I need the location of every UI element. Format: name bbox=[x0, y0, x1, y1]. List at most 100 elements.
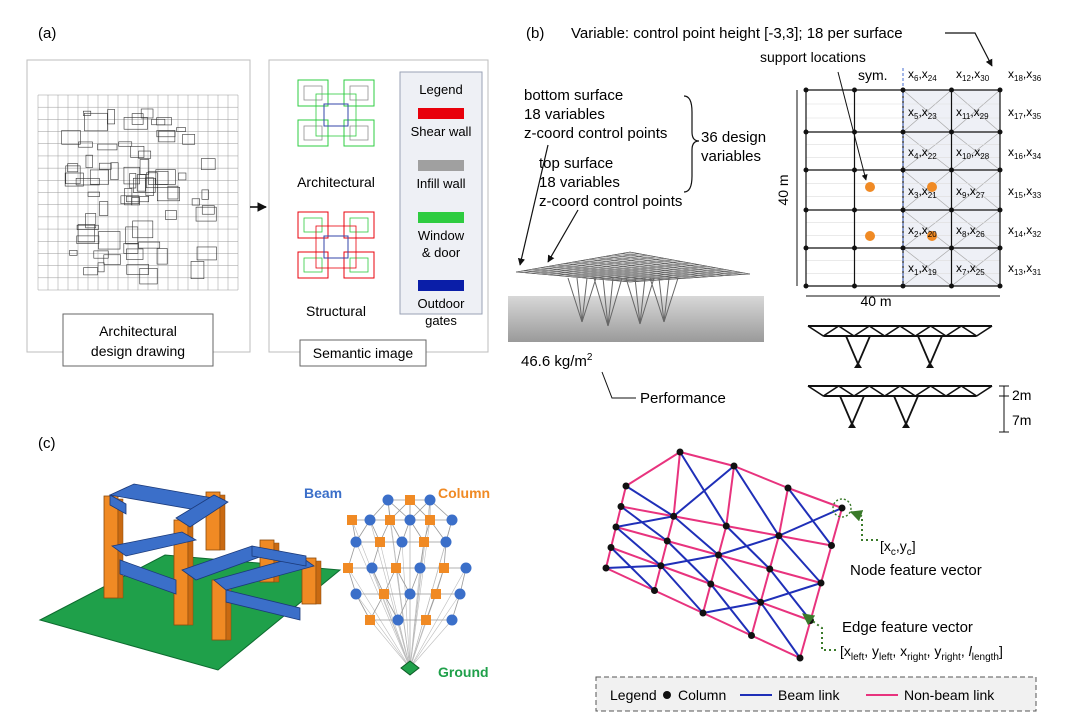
variable-note: Variable: control point height [-3,3]; 1… bbox=[571, 25, 903, 42]
legend-swatch-2 bbox=[418, 212, 464, 223]
canopy-render bbox=[508, 251, 764, 342]
grid-var-label: x13,x31 bbox=[1008, 261, 1042, 277]
legend-swatch-1 bbox=[418, 160, 464, 171]
drawing-room bbox=[138, 150, 152, 159]
plan-wing bbox=[343, 211, 375, 239]
graph-beam-node bbox=[382, 494, 394, 506]
nonbeam-link bbox=[709, 554, 720, 585]
canopy-mesh bbox=[613, 254, 733, 276]
drawing-room bbox=[76, 224, 99, 230]
canopy-support-2 bbox=[634, 277, 641, 325]
drawing-room bbox=[182, 134, 196, 145]
graph-node bbox=[817, 579, 825, 587]
canopy-mesh bbox=[629, 251, 751, 275]
variables-brace bbox=[683, 95, 700, 193]
canopy-support-1 bbox=[607, 277, 623, 327]
beam-link bbox=[733, 465, 780, 537]
frame-3d-model bbox=[38, 483, 342, 671]
truss-leg bbox=[845, 335, 859, 365]
grid-var-label: x3,x21 bbox=[908, 184, 937, 200]
canopy-mesh bbox=[589, 258, 708, 278]
graph-node bbox=[670, 512, 678, 520]
nonbeam-link bbox=[666, 516, 675, 542]
drawing-room bbox=[126, 248, 144, 260]
dim-7m-label: 7m bbox=[1012, 412, 1031, 428]
grid-node bbox=[803, 207, 809, 213]
truss-leg bbox=[893, 395, 907, 425]
graph-column-node bbox=[425, 515, 435, 525]
truss-leg bbox=[929, 335, 943, 365]
grid-node bbox=[997, 283, 1003, 289]
graph-node bbox=[715, 551, 722, 559]
render-floor bbox=[508, 296, 764, 342]
graph-beam-node bbox=[392, 614, 404, 626]
drawing-room bbox=[65, 165, 81, 185]
drawing-caption-box bbox=[62, 313, 214, 367]
top-surface-line1: top surface bbox=[539, 155, 613, 172]
grid-node bbox=[803, 129, 809, 135]
truss-leg bbox=[857, 335, 871, 365]
nonbeam-link bbox=[605, 567, 655, 592]
graph-beam-node bbox=[414, 562, 426, 574]
legend-label-0: Shear wall bbox=[411, 124, 472, 139]
canopy-support-1 bbox=[607, 277, 614, 327]
beam-link bbox=[672, 515, 720, 556]
graph-node bbox=[775, 532, 783, 540]
canopy-mesh bbox=[629, 273, 751, 283]
beam-link bbox=[717, 554, 762, 603]
canopy-support-2 bbox=[639, 277, 655, 325]
truss-web bbox=[976, 325, 993, 337]
beam-mid-back bbox=[111, 531, 198, 557]
grid-var-label: x2,x20 bbox=[908, 223, 937, 239]
truss-web bbox=[807, 385, 824, 397]
truss-web bbox=[884, 325, 901, 337]
top-surface-line3: z-coord control points bbox=[539, 193, 682, 210]
grid-node bbox=[803, 245, 809, 251]
grid-node bbox=[852, 167, 857, 173]
beam-link bbox=[778, 535, 822, 584]
nonbeam-link bbox=[725, 465, 735, 527]
truss-web bbox=[914, 385, 932, 397]
beam-link bbox=[620, 505, 668, 542]
grid-var-label: x18,x36 bbox=[1008, 67, 1042, 83]
plan-wing bbox=[343, 79, 375, 107]
truss-web bbox=[945, 325, 962, 337]
sym-diag bbox=[902, 131, 952, 171]
truss-web bbox=[807, 325, 824, 337]
truss-support bbox=[848, 422, 856, 428]
grid-node bbox=[900, 87, 906, 93]
canopy-support-0 bbox=[576, 277, 583, 323]
canopy-mesh bbox=[605, 256, 725, 276]
grid-node bbox=[900, 283, 906, 289]
graph-ground-edge bbox=[409, 593, 461, 669]
nonbeam-link bbox=[620, 505, 674, 518]
drawing-room bbox=[167, 185, 179, 200]
graph-beam-node bbox=[350, 536, 362, 548]
truss-web bbox=[960, 325, 978, 337]
architectural-drawing-image bbox=[37, 94, 239, 291]
grid-node bbox=[900, 129, 906, 135]
drawing-room bbox=[83, 110, 92, 116]
plan-room bbox=[349, 257, 369, 273]
drawing-room bbox=[133, 177, 156, 193]
drawing-room bbox=[156, 248, 168, 265]
canopy-support-3 bbox=[658, 277, 665, 323]
drawing-room bbox=[97, 262, 105, 273]
legend-nonbeam-label: Non-beam link bbox=[904, 687, 995, 703]
grid-node bbox=[900, 167, 906, 173]
sym-diag bbox=[902, 89, 952, 133]
graph-node bbox=[796, 654, 804, 662]
drawing-room bbox=[200, 158, 216, 170]
nonbeam-link bbox=[717, 525, 728, 556]
grid-var-label: x16,x34 bbox=[1008, 145, 1042, 161]
grid-node bbox=[997, 207, 1003, 213]
canopy-mesh bbox=[597, 267, 716, 280]
truss-web bbox=[868, 325, 886, 337]
nonbeam-link bbox=[768, 535, 780, 570]
graph-ground-edge bbox=[355, 593, 411, 669]
drawing-frame bbox=[26, 59, 251, 353]
canopy-support-3 bbox=[663, 277, 670, 323]
beam-link bbox=[759, 601, 801, 659]
grid-node bbox=[997, 245, 1003, 251]
